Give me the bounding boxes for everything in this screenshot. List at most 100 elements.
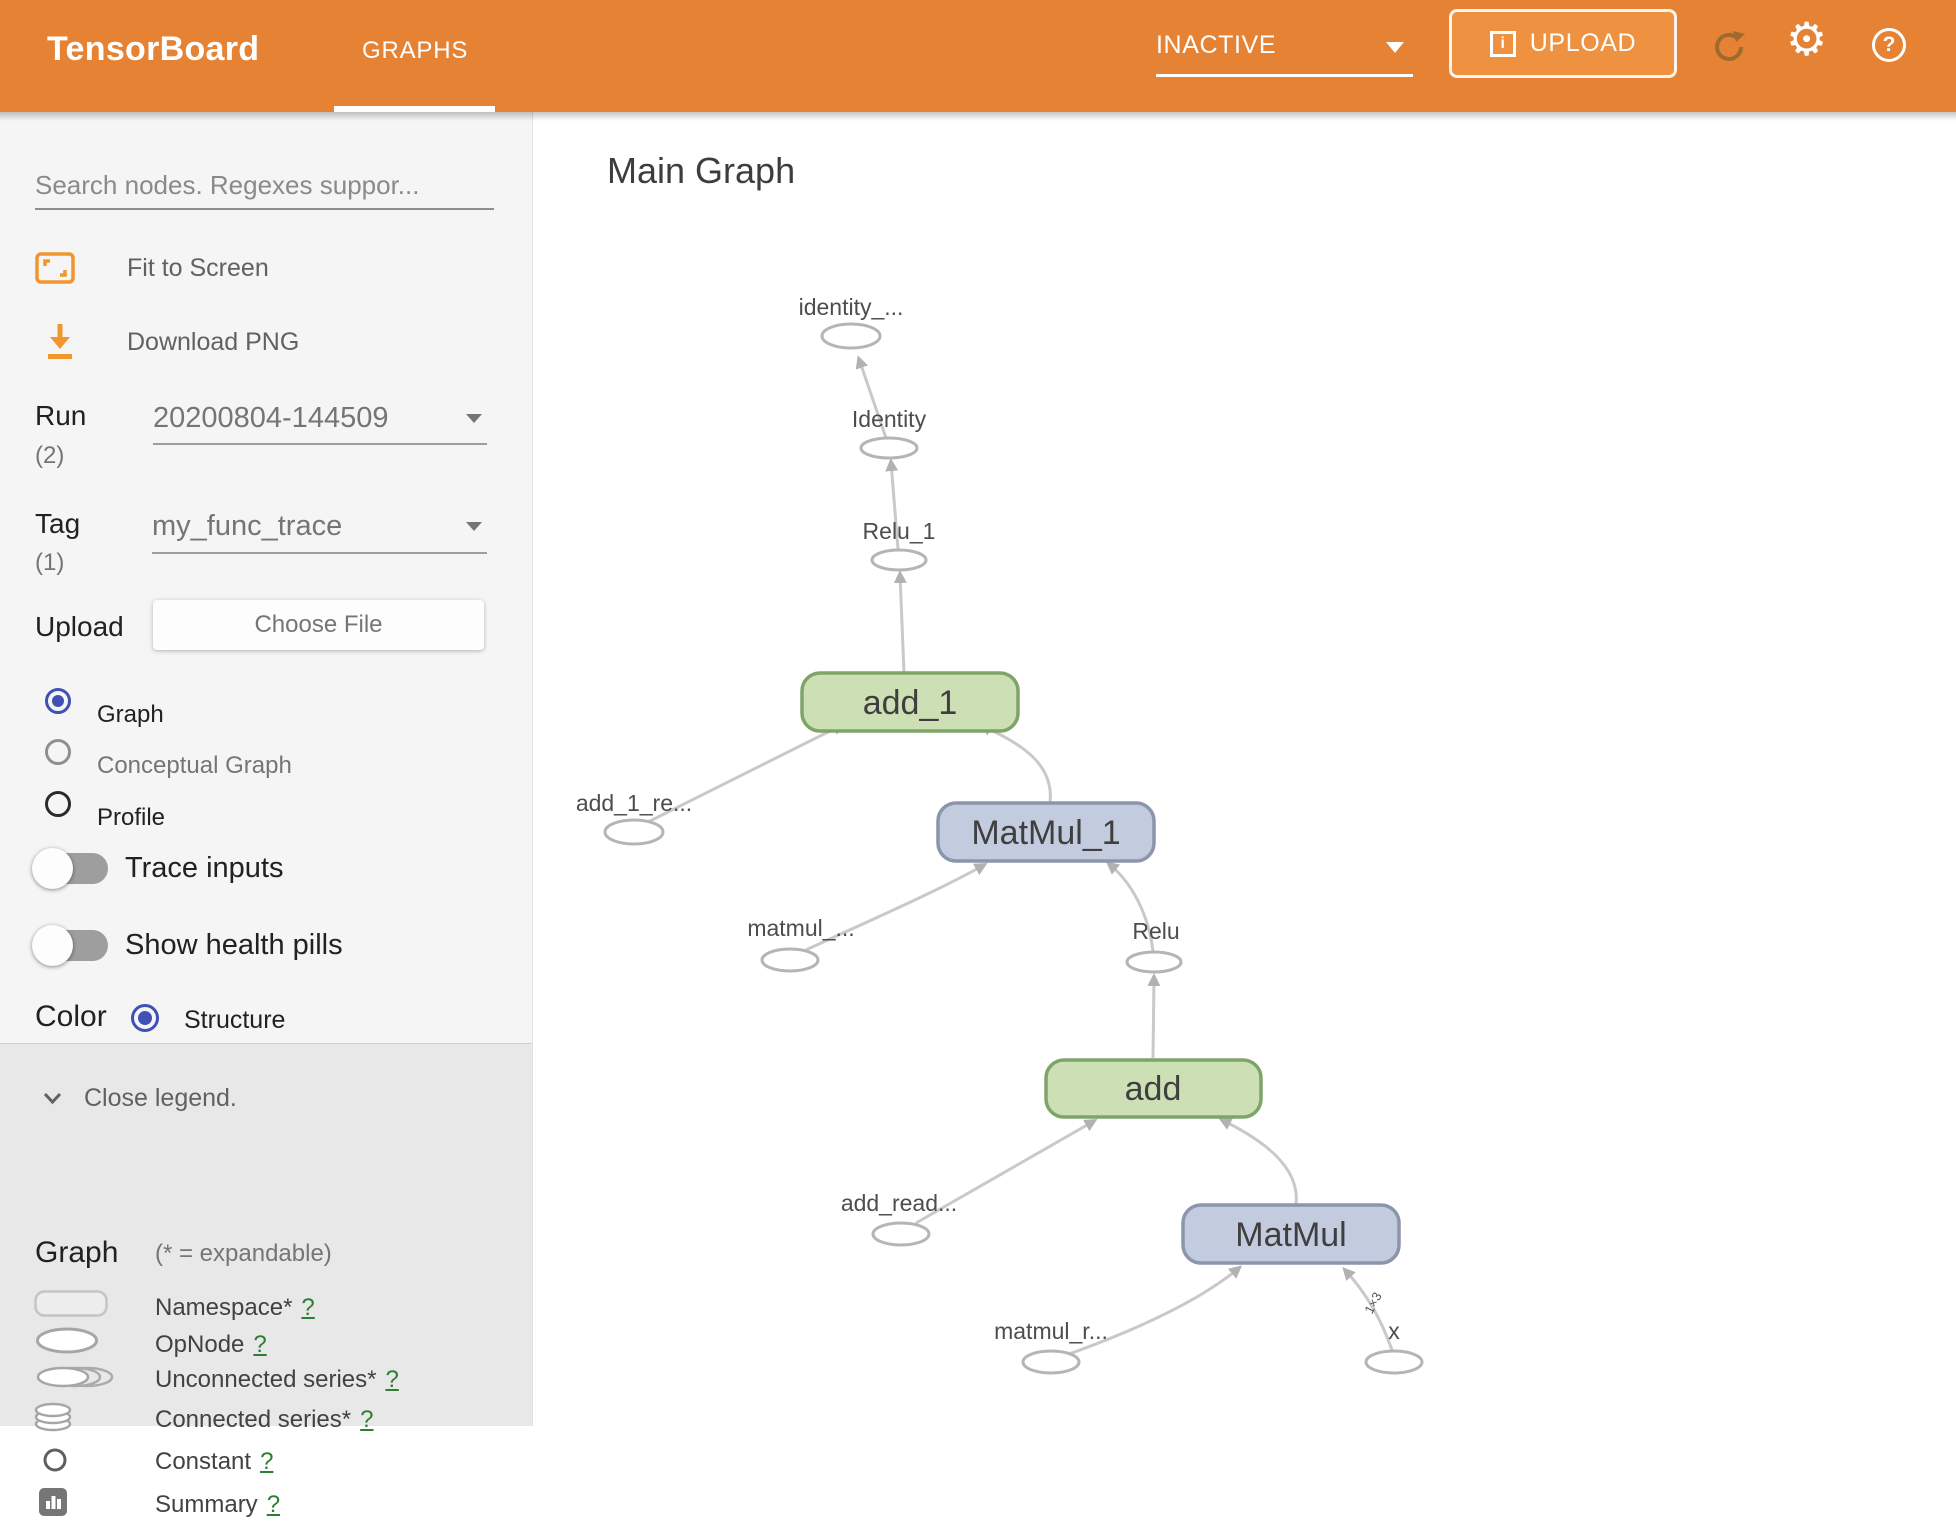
graph-edge <box>915 1119 1098 1225</box>
graph-node-relu-1[interactable]: Relu_1 <box>863 518 936 572</box>
graph-node-matmul-read[interactable]: matmul_r... <box>994 1318 1108 1375</box>
legend-item-label: Namespace*? <box>155 1294 315 1321</box>
graph-node-identity[interactable]: Identity <box>852 406 927 460</box>
connected-series-icon <box>33 1402 73 1437</box>
run-count: (2) <box>35 442 65 469</box>
chevron-down-icon[interactable] <box>466 414 482 423</box>
graph-node-add-1[interactable]: add_1 <box>800 671 1020 733</box>
svg-text:matmul_r...: matmul_r... <box>994 1318 1108 1344</box>
graph-canvas[interactable]: 1×3 identity_... Identity Relu_1 add_1_r… <box>534 112 1956 1426</box>
svg-text:add_read...: add_read... <box>841 1190 957 1216</box>
help-link[interactable]: ? <box>266 1491 281 1518</box>
radio-graph-label: Graph <box>97 701 164 728</box>
legend-item-label: OpNode? <box>155 1331 267 1358</box>
status-underline <box>1156 74 1413 77</box>
legend-heading: Graph <box>35 1236 119 1269</box>
legend-panel: Close legend. Graph (* = expandable) Nam… <box>0 1043 532 1518</box>
graph-edge <box>978 723 1052 804</box>
svg-text:MatMul: MatMul <box>1235 1216 1346 1254</box>
radio-profile[interactable] <box>45 791 71 817</box>
radio-conceptual-graph[interactable] <box>45 739 71 765</box>
legend-item-label: Summary? <box>155 1491 281 1518</box>
legend-note: (* = expandable) <box>155 1240 332 1267</box>
svg-text:Identity: Identity <box>852 406 927 432</box>
summary-icon <box>38 1487 68 1522</box>
svg-text:MatMul_1: MatMul_1 <box>971 814 1120 852</box>
help-link[interactable]: ? <box>360 1406 374 1433</box>
opnode-icon <box>35 1327 99 1359</box>
svg-text:x: x <box>1388 1318 1400 1344</box>
graph-edge <box>645 723 846 825</box>
page-title: Main Graph <box>607 150 796 191</box>
search-input[interactable] <box>35 162 494 210</box>
graph-edge <box>893 570 907 674</box>
graph-edge <box>1147 973 1161 1059</box>
tag-select-underline <box>152 552 487 554</box>
graph-node-x[interactable]: x <box>1364 1318 1424 1375</box>
main-graph-area: Main Graph 1×3 identity_... Identity <box>534 112 1956 1426</box>
chevron-down-icon <box>43 1092 62 1105</box>
color-structure-label: Structure <box>184 1006 286 1034</box>
toggle-knob <box>32 925 73 966</box>
trace-inputs-label: Trace inputs <box>125 852 284 884</box>
graph-node-matmul[interactable]: MatMul <box>1181 1203 1401 1265</box>
toggle-trace-inputs[interactable] <box>32 848 108 889</box>
status-dropdown[interactable]: INACTIVE <box>1156 31 1277 59</box>
svg-text:identity_...: identity_... <box>799 294 904 320</box>
graph-edge <box>855 355 888 439</box>
radio-graph[interactable] <box>45 688 71 714</box>
help-link[interactable]: ? <box>301 1294 315 1321</box>
download-png-button[interactable]: Download PNG <box>45 322 299 362</box>
svg-text:add_1: add_1 <box>863 684 958 722</box>
graph-node-add-1-read[interactable]: add_1_re... <box>576 790 692 846</box>
graph-edge <box>1068 1265 1243 1356</box>
svg-text:matmul_...: matmul_... <box>747 915 854 941</box>
legend-item-label: Connected series*? <box>155 1406 374 1433</box>
close-legend-label: Close legend. <box>84 1084 237 1112</box>
show-health-pills-label: Show health pills <box>125 929 343 961</box>
tag-select[interactable]: my_func_trace <box>152 510 343 542</box>
chevron-down-icon[interactable] <box>1386 42 1404 53</box>
sidebar: Fit to Screen Download PNG Run (2) 20200… <box>0 112 533 1518</box>
chevron-down-icon[interactable] <box>466 522 482 531</box>
graph-node-relu[interactable]: Relu <box>1125 918 1183 974</box>
close-legend-button[interactable]: Close legend. <box>41 1084 237 1113</box>
graph-node-add-read[interactable]: add_read... <box>841 1190 957 1247</box>
run-label: Run <box>35 400 87 431</box>
run-select[interactable]: 20200804-144509 <box>153 402 389 434</box>
app-header: TensorBoard GRAPHS INACTIVE i UPLOAD ⚙ ? <box>0 0 1956 112</box>
help-link[interactable]: ? <box>253 1331 267 1358</box>
color-structure-radio[interactable] <box>131 1004 159 1032</box>
run-select-underline <box>153 443 487 445</box>
tab-active-underline <box>334 106 495 112</box>
svg-text:Relu: Relu <box>1132 918 1179 944</box>
upload-section-label: Upload <box>35 611 124 642</box>
toggle-show-health-pills[interactable] <box>32 925 108 966</box>
help-icon[interactable]: ? <box>1872 28 1906 62</box>
radio-profile-label: Profile <box>97 804 166 831</box>
tensorboard-logo: TensorBoard <box>47 30 260 68</box>
graph-node-matmul-read-2[interactable]: matmul_... <box>747 915 855 973</box>
help-link[interactable]: ? <box>385 1366 399 1393</box>
choose-file-button[interactable]: Choose File <box>153 600 484 650</box>
fit-to-screen-label: Fit to Screen <box>127 253 269 282</box>
graph-node-add[interactable]: add <box>1044 1058 1263 1119</box>
legend-item-label: Unconnected series*? <box>155 1366 399 1393</box>
graph-node-identity-out[interactable]: identity_... <box>799 294 904 350</box>
legend-item-label: Constant? <box>155 1448 274 1475</box>
upload-button[interactable]: i UPLOAD <box>1449 9 1677 78</box>
graph-edge <box>885 458 900 550</box>
color-label: Color <box>35 1000 107 1033</box>
fit-to-screen-button[interactable]: Fit to Screen <box>35 252 269 284</box>
graph-edge <box>1342 1267 1394 1351</box>
svg-text:add: add <box>1125 1070 1182 1108</box>
tag-count: (1) <box>35 549 65 576</box>
graph-node-matmul-1[interactable]: MatMul_1 <box>936 801 1156 863</box>
tag-label: Tag <box>35 508 81 539</box>
help-link[interactable]: ? <box>260 1448 274 1475</box>
tab-graphs[interactable]: GRAPHS <box>362 37 469 64</box>
download-png-label: Download PNG <box>127 327 300 356</box>
radio-conceptual-graph-label: Conceptual Graph <box>97 752 292 779</box>
refresh-icon[interactable] <box>1711 28 1749 66</box>
gear-icon[interactable]: ⚙ <box>1786 13 1828 65</box>
